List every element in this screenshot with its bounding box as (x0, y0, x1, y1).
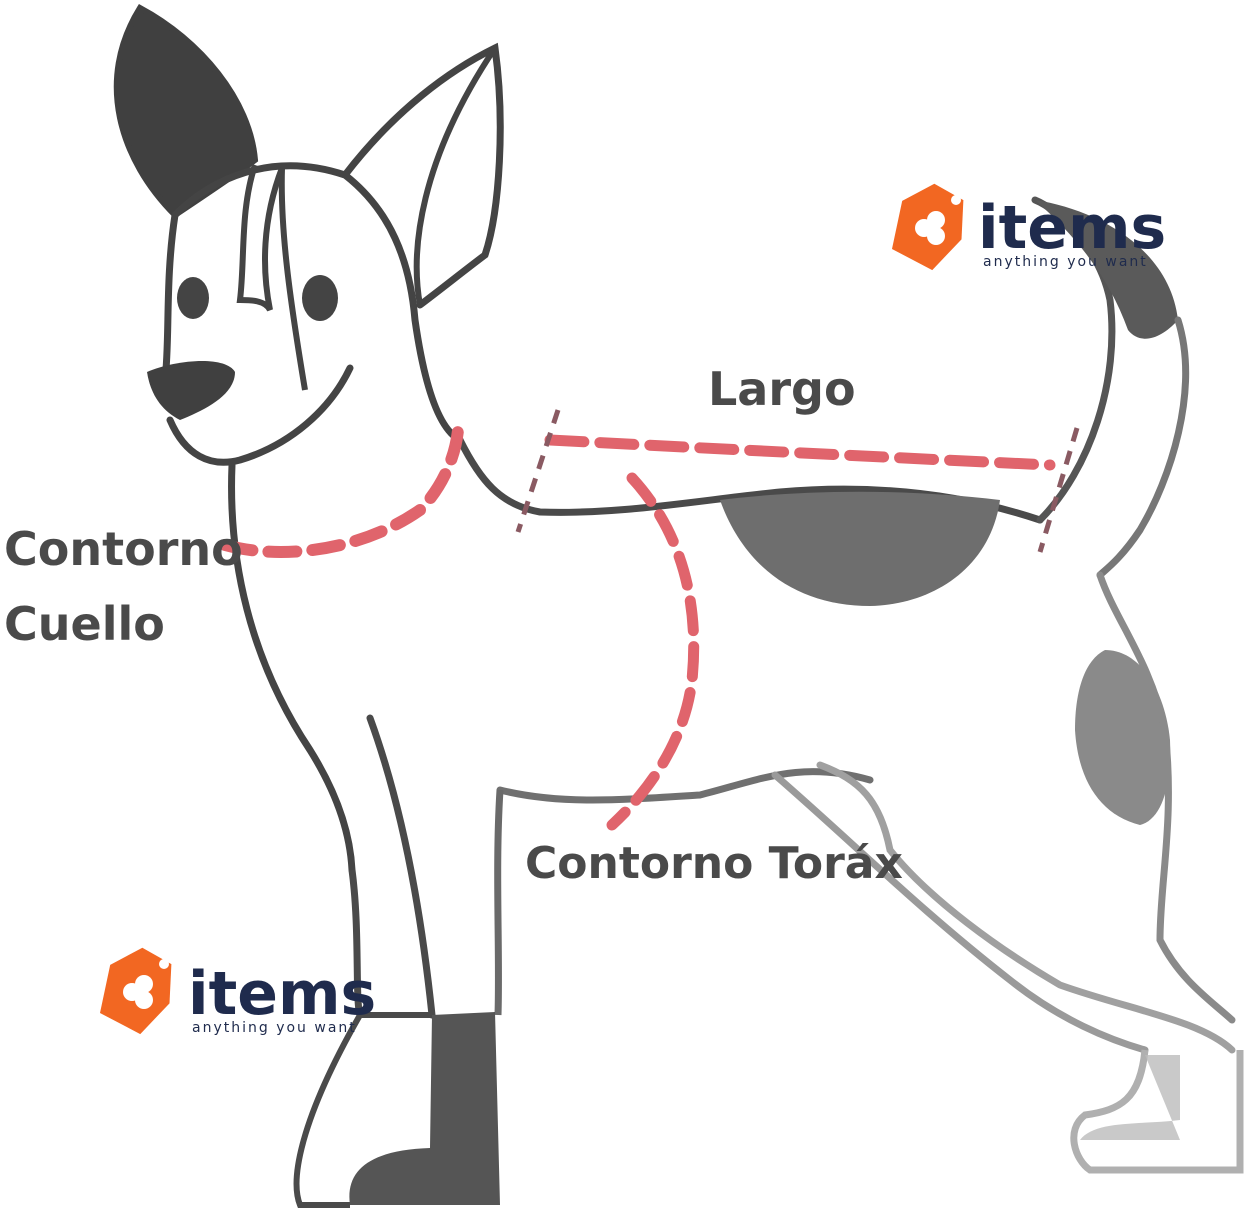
clover-tag-icon (881, 179, 977, 278)
hip-spot (1075, 650, 1170, 825)
left-eye (177, 277, 209, 319)
brand-name-top: items (978, 193, 1166, 263)
clover-tag-icon (89, 943, 185, 1042)
brand-logo-bottom: items anything you want (89, 943, 377, 1042)
back-spot (720, 492, 1000, 606)
nose (147, 361, 235, 420)
brand-name-bottom: items (188, 959, 376, 1029)
brand-logo-top: items anything you want (881, 179, 1167, 278)
brand-tagline-bottom: anything you want (192, 1020, 357, 1036)
front-boot-left (349, 1012, 500, 1205)
right-ear (345, 48, 500, 305)
brand-tagline-top: anything you want (983, 254, 1148, 270)
chest-measure-line (612, 478, 694, 825)
length-tick-right (1040, 428, 1077, 552)
chest-label: Contorno Toráx (525, 838, 903, 889)
neck-label-line1: Contorno (4, 522, 243, 576)
length-label: Largo (708, 362, 856, 416)
length-measure-line (550, 440, 1050, 465)
measurement-guides (225, 410, 1077, 825)
left-ear (117, 8, 255, 215)
right-eye (302, 275, 338, 321)
neck-label-line2: Cuello (4, 597, 165, 651)
neck-measure-line (225, 430, 458, 552)
